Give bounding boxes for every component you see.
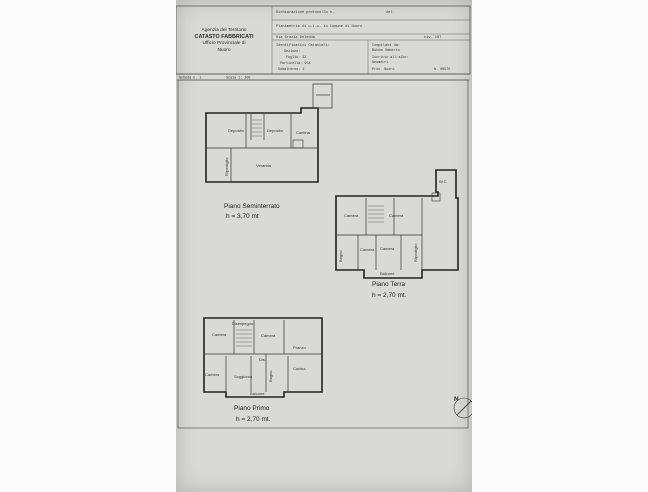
register-label: Iscritto all'albo:	[372, 55, 409, 60]
ground-room-1: Camera	[344, 213, 359, 218]
first-height: h = 2,70 mt.	[236, 416, 271, 423]
ground-title: Piano Terra	[372, 281, 406, 288]
ground-room-3: Bagno	[338, 250, 343, 262]
cadastral-parcel: Particella: 954	[280, 61, 311, 66]
agency-line-4: Nuoro	[217, 47, 230, 53]
ground-room-8: W.C.	[439, 179, 448, 184]
first-room-3: Camera	[261, 333, 276, 338]
ground-room-5: Camera	[380, 246, 395, 251]
sheet-number: Scheda n. 1	[179, 76, 201, 81]
first-room-4: Pranzo	[293, 345, 306, 350]
compiled-name: Bubbo Umberto	[372, 48, 400, 53]
first-room-1: Camera	[212, 332, 227, 337]
first-room-7: Dis.	[259, 357, 266, 362]
cadastral-section: Sezione:	[284, 49, 300, 54]
agency-line-3: Ufficio Provinciale di	[202, 40, 245, 46]
basement-room-5: Ripostiglio	[224, 157, 229, 176]
ground-room-2: Camera	[389, 213, 404, 218]
first-room-2: Disimpegno	[232, 321, 254, 326]
floor-plan-drawing: Agenzia del Territorio CATASTO FABBRICAT…	[176, 5, 472, 429]
ground-room-7: Balcone	[380, 271, 395, 276]
ground-height: h = 2,70 mt.	[372, 292, 407, 299]
compiled-title: Compilata da:	[372, 43, 400, 48]
register-number: N. 00575	[434, 68, 450, 72]
basement-height: h = 3,70 mt	[226, 213, 259, 220]
cadastral-sub: Subalterno: 2	[278, 67, 304, 72]
first-room-6: Soggiorno	[234, 374, 253, 379]
north-arrow: N	[453, 396, 472, 419]
basement-room-2: Deposito	[267, 128, 284, 133]
basement-plan: Deposito Deposito Cantina Veranda Ripost…	[205, 83, 333, 220]
first-room-10: Balcone	[250, 391, 265, 396]
cadastral-title: Identificativi Catastali:	[276, 43, 330, 48]
scale-label: Scala 1: 200	[226, 76, 250, 81]
north-label: N	[454, 396, 459, 403]
protocol-row: Dichiarazione protocollo n.	[276, 10, 334, 15]
address-row: Via Grazia Deledda	[276, 35, 316, 40]
civic-number: civ. 107	[424, 35, 441, 40]
first-floor-plan: Camera Disimpegno Camera Pranzo Camera S…	[203, 317, 323, 423]
agency-line-1: Agenzia del Territorio	[202, 27, 247, 33]
ground-room-6: Ripostiglio	[413, 243, 418, 262]
basement-title: Piano Seminterrato	[224, 203, 280, 210]
register-value: Geometri	[372, 60, 388, 65]
basement-room-1: Deposito	[228, 128, 245, 133]
agency-line-2: CATASTO FABBRICATI	[195, 34, 254, 40]
first-room-8: Bagno	[268, 370, 273, 382]
basement-room-4: Veranda	[256, 163, 272, 168]
ground-floor-plan: Camera Camera Bagno Camera Camera Ripost…	[335, 169, 459, 299]
header-block: Agenzia del Territorio CATASTO FABBRICAT…	[176, 5, 471, 81]
drawing-frame	[177, 79, 469, 429]
province-label: Prov. Nuoro	[372, 67, 394, 72]
basement-room-3: Cantina	[296, 130, 311, 135]
first-room-5: Camera	[205, 372, 220, 377]
ground-room-4: Camera	[360, 247, 375, 252]
municipality-row: Planimetria di u.i.u. in Comune di Nuoro	[276, 24, 362, 29]
first-title: Piano Primo	[234, 405, 270, 412]
first-room-9: Cucina	[293, 366, 306, 371]
protocol-row-date: del	[386, 10, 392, 15]
floor-plan-sheet: Agenzia del Territorio CATASTO FABBRICAT…	[176, 0, 472, 492]
cadastral-sheet: Foglio: 32	[286, 55, 306, 60]
